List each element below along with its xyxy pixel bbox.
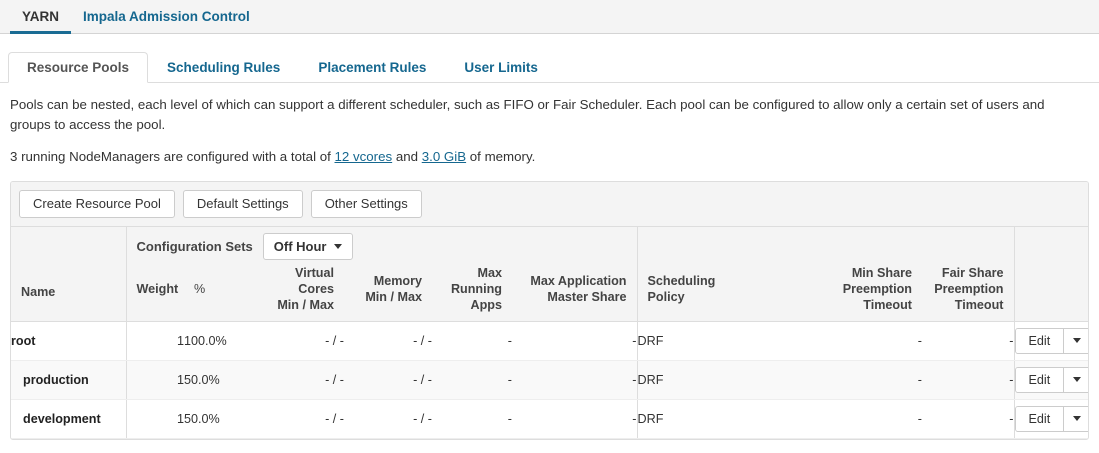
tab-resource-pools[interactable]: Resource Pools xyxy=(8,51,149,83)
cell-fair_share_preemption_timeout: - xyxy=(922,360,1014,400)
column-header-weight: Weight xyxy=(125,265,184,322)
pool-name-cell: root xyxy=(11,321,127,361)
table-group-header-row: Configuration Sets Off Hour xyxy=(11,227,1088,266)
column-header-name: Name xyxy=(11,265,126,322)
configuration-sets-label: Configuration Sets xyxy=(136,238,253,254)
cell-scheduling_policy: DRF xyxy=(636,360,747,400)
nodemanager-summary-middle: and xyxy=(392,148,422,164)
chevron-down-icon xyxy=(333,243,342,249)
cell-min_share_preemption_timeout: - xyxy=(747,321,922,361)
cell-max_am_share: - xyxy=(512,399,637,439)
chevron-down-icon xyxy=(1073,416,1082,422)
cell-vcores: - / - xyxy=(254,321,344,361)
create-resource-pool-button[interactable]: Create Resource Pool xyxy=(19,189,175,219)
edit-button[interactable]: Edit xyxy=(1015,406,1064,431)
cell-percent: 50.0% xyxy=(184,360,254,400)
pool-name-label: root xyxy=(11,333,36,348)
intro-description: Pools can be nested, each level of which… xyxy=(10,97,1045,132)
edit-button[interactable]: Edit xyxy=(1015,367,1064,392)
cell-scheduling_policy: DRF xyxy=(636,399,747,439)
edit-dropdown-toggle[interactable] xyxy=(1063,367,1088,392)
cell-max_running_apps: - xyxy=(432,399,512,439)
product-nav: YARN Impala Admission Control xyxy=(0,0,1099,34)
pool-name-cell: development xyxy=(11,399,127,439)
edit-dropdown-toggle[interactable] xyxy=(1063,406,1088,431)
configuration-sets-cell: Configuration Sets Off Hour xyxy=(125,227,637,266)
nodemanager-summary-prefix: 3 running NodeManagers are configured wi… xyxy=(10,148,335,164)
configuration-set-value: Off Hour xyxy=(273,238,327,254)
other-settings-button[interactable]: Other Settings xyxy=(310,189,422,219)
product-nav-item-0[interactable]: YARN xyxy=(10,9,72,34)
cell-vcores: - / - xyxy=(254,360,344,400)
cell-fair_share_preemption_timeout: - xyxy=(922,399,1014,439)
section-tabs: Resource Pools Scheduling Rules Placement … xyxy=(0,50,1099,83)
cell-max_am_share: - xyxy=(512,321,637,361)
cell-vcores: - / - xyxy=(254,399,344,439)
cell-max_am_share: - xyxy=(512,360,637,400)
group-header-spacer-policy xyxy=(636,227,1014,266)
edit-dropdown-toggle[interactable] xyxy=(1063,328,1088,353)
pool-name-label: production xyxy=(23,372,89,387)
chevron-down-icon xyxy=(1073,377,1082,383)
configuration-set-select[interactable]: Off Hour xyxy=(262,232,353,260)
row-actions-cell: Edit xyxy=(1013,321,1088,361)
tab-scheduling-rules[interactable]: Scheduling Rules xyxy=(167,59,281,75)
cell-scheduling_policy: DRF xyxy=(636,321,747,361)
tab-placement-rules[interactable]: Placement Rules xyxy=(318,59,427,75)
edit-split-button: Edit xyxy=(1014,366,1088,393)
memory-link[interactable]: 3.0 GiB xyxy=(421,148,467,164)
cell-max_running_apps: - xyxy=(432,321,512,361)
cell-max_running_apps: - xyxy=(432,360,512,400)
pool-name-label: development xyxy=(23,411,101,426)
resource-pools-panel: Create Resource Pool Default Settings Ot… xyxy=(10,180,1089,440)
cell-weight: 1 xyxy=(125,360,184,400)
nodemanager-summary: 3 running NodeManagers are configured wi… xyxy=(0,135,1099,167)
cell-percent: 100.0% xyxy=(184,321,254,361)
cell-fair_share_preemption_timeout: - xyxy=(922,321,1014,361)
edit-split-button: Edit xyxy=(1014,405,1088,432)
default-settings-button[interactable]: Default Settings xyxy=(182,189,303,219)
column-header-percent: % xyxy=(184,265,254,322)
pool-toolbar: Create Resource Pool Default Settings Ot… xyxy=(11,181,1088,228)
pool-name-cell: production xyxy=(11,360,127,400)
cell-memory: - / - xyxy=(344,399,432,439)
cell-min_share_preemption_timeout: - xyxy=(747,399,922,439)
nodemanager-summary-suffix: of memory. xyxy=(466,148,536,164)
cell-weight: 1 xyxy=(125,321,184,361)
product-nav-item-1[interactable]: Impala Admission Control xyxy=(83,8,250,24)
column-header-actions xyxy=(1013,265,1088,322)
chevron-down-icon xyxy=(1073,338,1082,344)
cell-memory: - / - xyxy=(344,360,432,400)
row-actions-cell: Edit xyxy=(1013,360,1088,400)
group-header-spacer-name xyxy=(11,227,126,266)
group-header-spacer-actions xyxy=(1013,227,1088,266)
cell-min_share_preemption_timeout: - xyxy=(747,360,922,400)
edit-split-button: Edit xyxy=(1014,327,1088,354)
cell-memory: - / - xyxy=(344,321,432,361)
cell-percent: 50.0% xyxy=(184,399,254,439)
cell-weight: 1 xyxy=(125,399,184,439)
row-actions-cell: Edit xyxy=(1013,399,1088,439)
tab-user-limits[interactable]: User Limits xyxy=(464,59,538,75)
vcores-link[interactable]: 12 vcores xyxy=(334,148,393,164)
edit-button[interactable]: Edit xyxy=(1015,328,1064,353)
